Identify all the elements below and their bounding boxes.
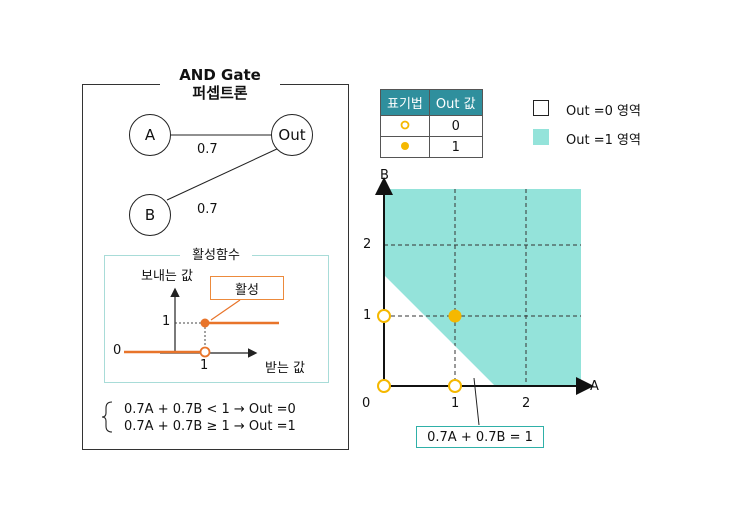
decision-boundary (383, 275, 495, 387)
plot-y-axis-label: B (380, 168, 389, 183)
node-b-label: B (144, 206, 156, 224)
title-line-2: 퍼셉트론 (192, 84, 248, 102)
out1-region (384, 189, 581, 386)
notation-row: 1 (380, 136, 483, 158)
node-a: A (129, 114, 171, 156)
rule-out1: 0.7A + 0.7B ≥ 1 → Out =1 (124, 419, 296, 434)
activation-title: 활성함수 (180, 244, 252, 263)
plot-origin-label: 0 (362, 396, 371, 411)
step-open-point (199, 346, 211, 358)
step-closed-point (200, 318, 210, 328)
perceptron-title: AND Gate 퍼셉트론 (160, 66, 280, 102)
filled-circle-icon (380, 136, 430, 158)
node-b: B (129, 194, 171, 236)
activation-tick-y1: 1 (162, 314, 171, 329)
out1-swatch (533, 129, 549, 145)
notation-value-1: 1 (428, 136, 483, 158)
plot-y-tick-2: 2 (363, 237, 372, 252)
notation-header-row: 표기법 Out 값 (380, 89, 483, 116)
point-1-1 (448, 309, 462, 323)
title-line-1: AND Gate (179, 66, 261, 84)
notation-header-value: Out 값 (428, 89, 483, 116)
edge-b-out (166, 147, 280, 201)
node-out-label: Out (278, 126, 306, 144)
out0-legend-label: Out =0 영역 (566, 104, 641, 119)
notation-header-symbol: 표기법 (380, 89, 430, 116)
plot-y-tick-1: 1 (363, 308, 372, 323)
activation-callout: 활성 (210, 276, 284, 300)
point-0-0 (377, 379, 391, 393)
weight-a-label: 0.7 (197, 142, 218, 157)
plot-x-axis-label: A (590, 379, 599, 394)
callout-pointer (210, 299, 241, 321)
boundary-formula-label: 0.7A + 0.7B = 1 (416, 426, 544, 448)
out1-legend-label: Out =1 영역 (566, 133, 641, 148)
activation-y-label: 보내는 값 (141, 269, 193, 284)
out0-swatch (533, 100, 549, 116)
point-1-0 (448, 379, 462, 393)
point-0-1 (377, 309, 391, 323)
plot-x-tick-1: 1 (451, 396, 460, 411)
weight-b-label: 0.7 (197, 202, 218, 217)
plot-x-tick-2: 2 (522, 396, 531, 411)
rule-out0: 0.7A + 0.7B < 1 → Out =0 (124, 402, 296, 417)
rules-brace (101, 401, 113, 433)
activation-tick-x1: 1 (200, 358, 209, 373)
boundary-pointer (473, 377, 480, 426)
activation-x-label: 받는 값 (265, 361, 306, 376)
activation-tick-y0: 0 (113, 343, 122, 358)
notation-table: 표기법 Out 값 0 1 (380, 89, 483, 158)
node-a-label: A (144, 126, 156, 144)
node-out: Out (271, 114, 313, 156)
plot-grid (384, 189, 581, 386)
